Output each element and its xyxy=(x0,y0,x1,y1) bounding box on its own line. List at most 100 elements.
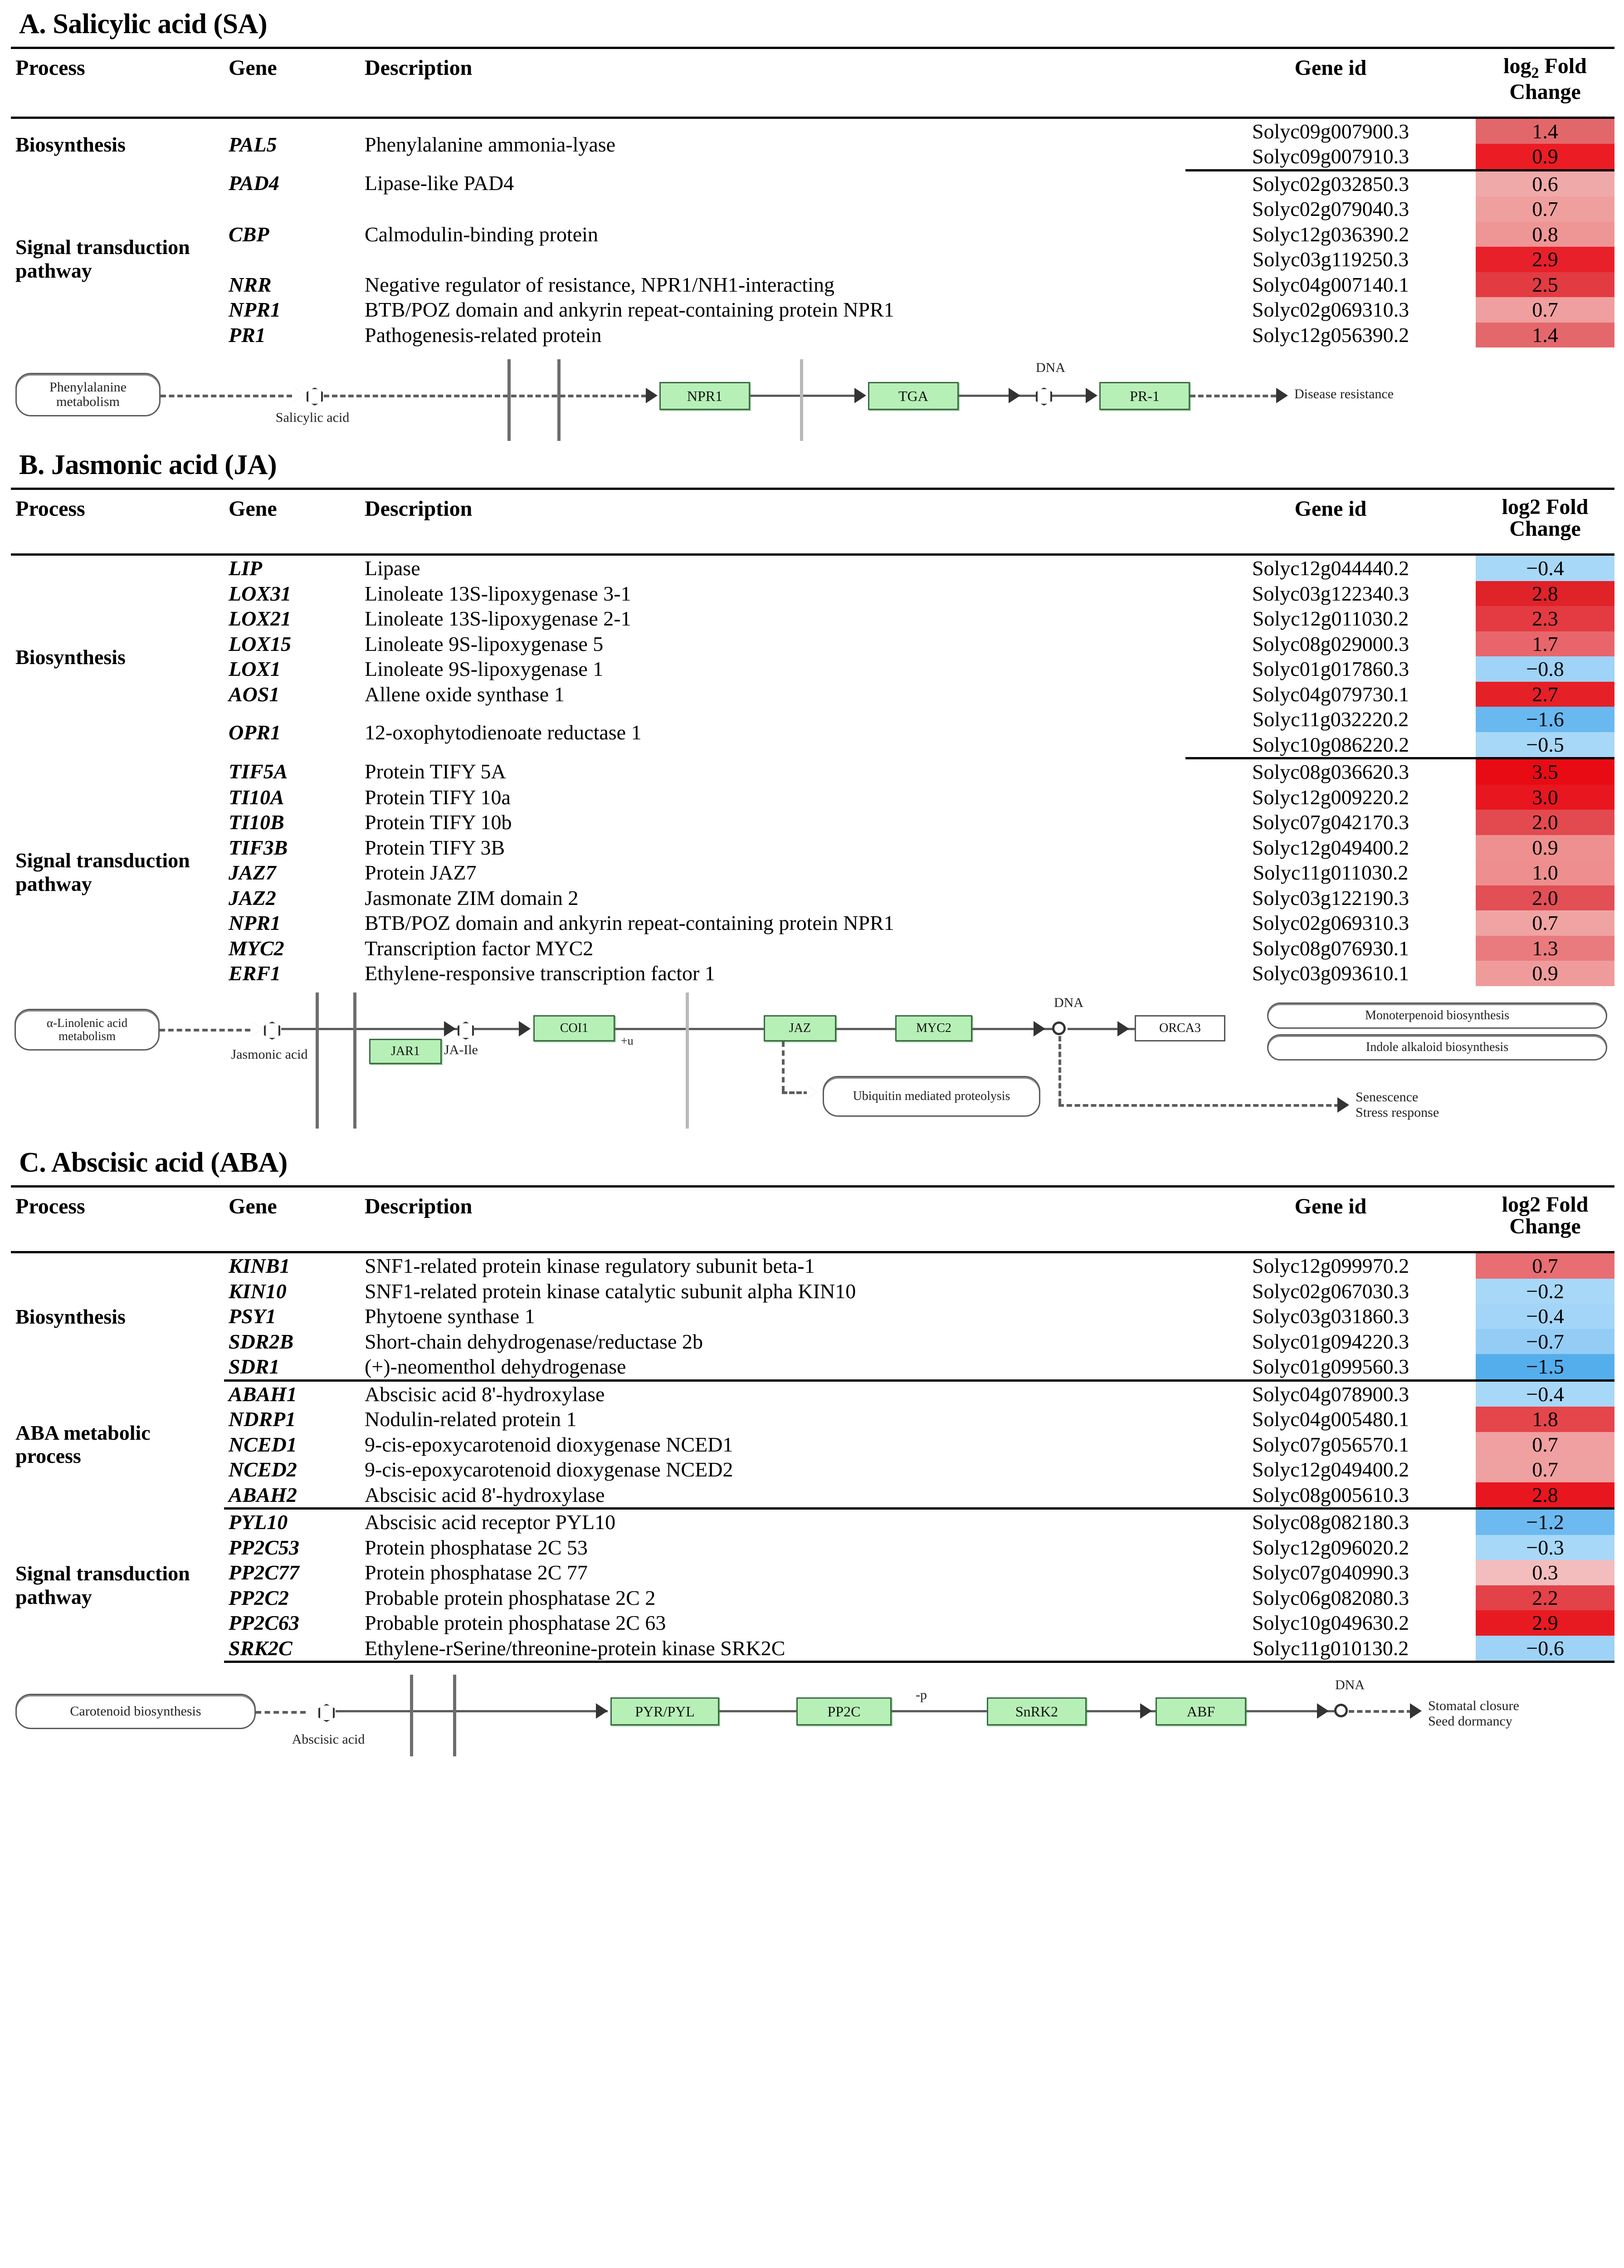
cell-description: Ethylene-responsive transcription factor… xyxy=(365,962,715,985)
fc-log: log xyxy=(1503,54,1531,78)
cell-fold-change: −0.4 xyxy=(1476,1304,1614,1329)
pathway-output-stomatal-seed: Stomatal closure Seed dormancy xyxy=(1428,1698,1519,1729)
cell-description xyxy=(360,196,1185,222)
cell-fold-change: −1.6 xyxy=(1476,707,1614,732)
cell-process: Biosynthesis xyxy=(15,645,126,669)
cell-description xyxy=(360,247,1185,272)
cell-fold-change: 0.7 xyxy=(1476,1457,1614,1482)
cell-gene-id: Solyc10g086220.2 xyxy=(1185,732,1476,760)
table-row: SDR2B Short-chain dehydrogenase/reductas… xyxy=(11,1329,1614,1354)
cell-fold-change: 2.9 xyxy=(1476,247,1614,272)
dna-label-ja: DNA xyxy=(1054,995,1083,1010)
metabolite-node-icon xyxy=(318,1704,335,1722)
cell-fold-change: 2.0 xyxy=(1476,810,1614,835)
cell-gene: AOS1 xyxy=(229,682,280,706)
cell-gene: PAL5 xyxy=(229,132,277,156)
cell-fold-change: 3.5 xyxy=(1476,758,1614,785)
cell-description: Protein TIFY 5A xyxy=(365,760,506,783)
table-header-row: Process Gene Description Gene id log2 Fo… xyxy=(11,488,1614,556)
pathway-start-node-sa: Phenylalanine metabolism xyxy=(15,373,161,417)
pathway-output-indole-alkaloid: Indole alkaloid biosynthesis xyxy=(1267,1034,1607,1061)
cell-fold-change: 0.9 xyxy=(1476,144,1614,171)
cell-description: Ethylene-rSerine/threonine-protein kinas… xyxy=(360,1635,1185,1663)
cell-gene-id: Solyc11g011030.2 xyxy=(1253,861,1409,885)
cell-description: Allene oxide synthase 1 xyxy=(365,682,565,706)
cell-gene: PSY1 xyxy=(229,1305,276,1328)
table-row: NCED2 9-cis-epoxycarotenoid dioxygenase … xyxy=(11,1457,1614,1482)
cell-gene-id: Solyc08g036620.3 xyxy=(1252,760,1409,784)
cell-gene-id: Solyc12g044440.2 xyxy=(1252,557,1409,580)
pathway-output-disease-resistance: Disease resistance xyxy=(1294,386,1394,402)
open-arrow-icon xyxy=(252,1022,263,1036)
cell-gene-id: Solyc02g067030.3 xyxy=(1252,1279,1409,1303)
dna-label-aba: DNA xyxy=(1335,1677,1365,1693)
pathway-output-monoterpenoid: Monoterpenoid biosynthesis xyxy=(1267,1002,1607,1029)
col-header-gene: Gene xyxy=(224,47,360,119)
table-row: ERF1 Ethylene-responsive transcription f… xyxy=(11,961,1614,986)
cell-process: Biosynthesis xyxy=(15,132,126,156)
col-header-gene: Gene xyxy=(224,488,360,556)
cell-description: SNF1-related protein kinase catalytic su… xyxy=(365,1279,856,1303)
cell-fold-change: −0.4 xyxy=(1476,1380,1614,1407)
cell-fold-change: 0.7 xyxy=(1476,1432,1614,1457)
cell-gene: PP2C53 xyxy=(229,1535,299,1559)
cell-gene: KIN10 xyxy=(229,1279,287,1303)
cell-gene-id: Solyc04g005480.1 xyxy=(1252,1408,1409,1431)
metabolite-label-ja-ile: JA-Ile xyxy=(444,1042,478,1057)
cell-gene: PAD4 xyxy=(229,171,279,195)
cell-description: Linoleate 9S-lipoxygenase 5 xyxy=(365,632,604,655)
cell-fold-change: 2.5 xyxy=(1476,272,1614,298)
cell-fold-change: 1.7 xyxy=(1476,631,1614,657)
table-header-row: Process Gene Description Gene id log2 Fo… xyxy=(11,47,1614,119)
cell-fold-change: 0.7 xyxy=(1476,196,1614,222)
cell-fold-change: −0.8 xyxy=(1476,656,1614,682)
ubiquitin-label: +u xyxy=(621,1034,634,1047)
cell-gene: SDR1 xyxy=(224,1354,360,1382)
table-row: AOS1 Allene oxide synthase 1 Solyc04g079… xyxy=(11,681,1614,707)
cell-fold-change: 2.7 xyxy=(1476,681,1614,707)
pathway-gene-node-pp2c: PP2C xyxy=(796,1697,892,1726)
cell-gene: NCED2 xyxy=(229,1458,297,1481)
table-row: Biosynthesis LIP Lipase Solyc12g044440.2… xyxy=(11,554,1614,669)
pathway-gene-node-pyr-pyl: PYR/PYL xyxy=(610,1697,719,1726)
col-header-description: Description xyxy=(360,1185,1185,1253)
cell-description: Protein phosphatase 2C 53 xyxy=(365,1535,588,1559)
table-row: Solyc02g079040.3 0.7 xyxy=(11,196,1614,222)
cell-gene-id: Solyc04g078900.3 xyxy=(1252,1382,1409,1406)
cell-description: Protein phosphatase 2C 77 xyxy=(365,1561,588,1584)
cell-fold-change: 2.9 xyxy=(1476,1610,1614,1636)
cell-fold-change: −0.7 xyxy=(1476,1329,1614,1354)
fc-sub: 2 xyxy=(1531,64,1539,82)
cell-gene-id: Solyc01g099560.3 xyxy=(1185,1354,1476,1382)
cell-gene-id: Solyc09g007900.3 xyxy=(1252,119,1409,143)
open-arrow-icon xyxy=(294,388,305,402)
cell-fold-change: 0.9 xyxy=(1476,961,1614,986)
cell-description: Negative regulator of resistance, NPR1/N… xyxy=(365,273,834,296)
cell-gene: NPR1 xyxy=(229,298,281,322)
table-row: MYC2 Transcription factor MYC2 Solyc08g0… xyxy=(11,935,1614,961)
cell-fold-change: 1.3 xyxy=(1476,935,1614,961)
col-header-description: Description xyxy=(360,47,1185,119)
cell-process: Biosynthesis xyxy=(15,1305,126,1329)
cell-gene: TIF3B xyxy=(229,836,288,859)
cell-gene: NDRP1 xyxy=(229,1408,296,1431)
cell-fold-change: 2.8 xyxy=(1476,581,1614,606)
col-header-gene-id: Gene id xyxy=(1185,1185,1476,1253)
cell-fold-change: 0.7 xyxy=(1476,297,1614,323)
cell-gene: JAZ7 xyxy=(229,861,276,885)
table-header-row: Process Gene Description Gene id log2 Fo… xyxy=(11,1185,1614,1253)
cell-gene: OPR1 xyxy=(229,721,281,744)
cell-fold-change: 0.6 xyxy=(1476,170,1614,197)
cell-gene-id: Solyc08g082180.3 xyxy=(1252,1510,1409,1534)
cell-fold-change: −0.6 xyxy=(1476,1635,1614,1663)
cell-gene: MYC2 xyxy=(229,936,284,960)
cell-gene-id: Solyc12g049400.2 xyxy=(1252,1458,1409,1481)
cell-gene xyxy=(224,196,360,222)
cell-gene-id: Solyc04g079730.1 xyxy=(1252,682,1409,706)
cell-description: BTB/POZ domain and ankyrin repeat-contai… xyxy=(365,911,894,935)
col-header-fold-change: log2 Fold Change xyxy=(1476,47,1614,119)
table-row: PR1 Pathogenesis-related protein Solyc12… xyxy=(11,322,1614,348)
metabolite-label-abscisic-acid: Abscisic acid xyxy=(292,1732,365,1747)
phosphorylation-label: -p xyxy=(916,1687,927,1703)
cell-gene: NRR xyxy=(229,273,272,296)
